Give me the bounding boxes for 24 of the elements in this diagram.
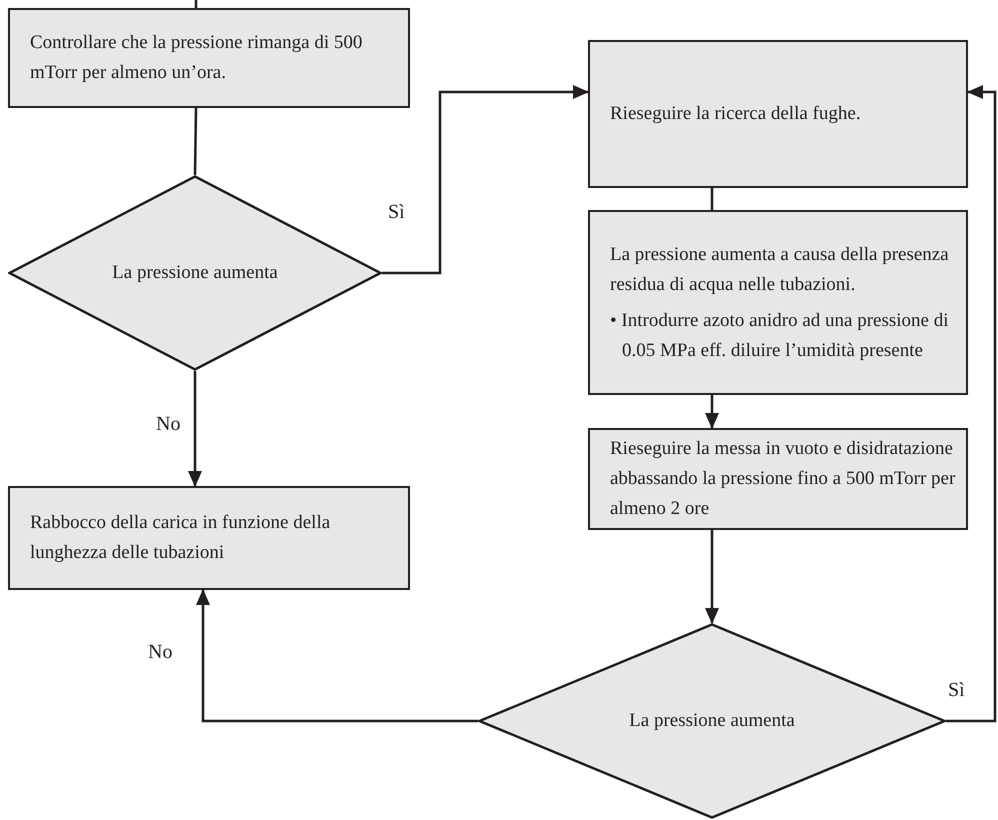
connector-line [194, 0, 198, 8]
step-text: Controllare che la pressione rimanga di 500 mTorr per almeno un’ora. [30, 31, 364, 85]
decision-text: La pressione aumenta [629, 709, 795, 733]
step-text: La pressione aumenta a causa della presenza residua di acqua nelle tubazioni. [610, 242, 950, 296]
decision-diamond [8, 175, 382, 371]
process-box [8, 8, 410, 108]
arrow [705, 395, 719, 429]
process-box [588, 428, 968, 530]
step-text: Rabbocco della carica in funzione della lunghezza delle tubazioni [30, 511, 332, 565]
process-box [588, 210, 968, 395]
arrow [188, 371, 202, 487]
arrow [946, 85, 996, 722]
decision-text: La pressione aumenta [112, 261, 278, 285]
connector-line [710, 188, 714, 210]
process-box [588, 40, 968, 188]
connector-line [194, 108, 198, 176]
arrow [705, 530, 719, 624]
arrow [196, 589, 478, 722]
step-text: Rieseguire la ricerca della fughe. [610, 102, 861, 126]
step-text: Rieseguire la messa in vuoto e disidratazione abbassando la pressione fino a 500 mTorr per almeno 2 ore [610, 437, 956, 521]
process-box [8, 486, 410, 590]
decision-diamond [478, 623, 946, 819]
bullet-text: • Introdurre azoto anidro ad una pressione di 0.05 MPa eff. diluire l’umidità presente [610, 308, 950, 362]
arrow [382, 85, 589, 274]
